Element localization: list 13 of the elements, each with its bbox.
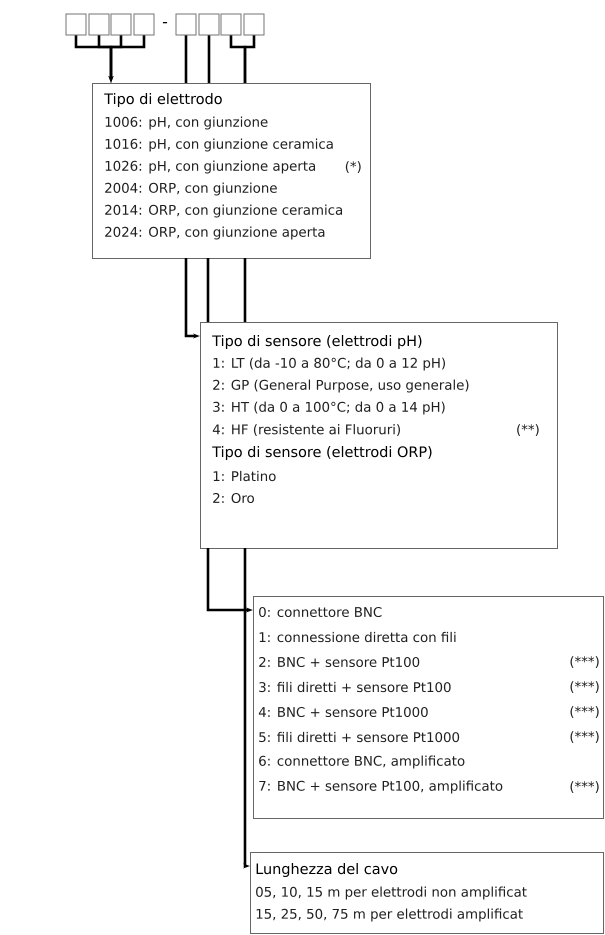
code-box xyxy=(244,14,264,36)
text-box: Tipo di elettrodo 1006: pH, con giunzione 1016: pH, con giunzione ceramica 1026: pH, con giunzione aperta (*) 2004: ORP, con giunzione 2014: ORP, con giunzione ceramica 2024: ORP, con giunzione aperta xyxy=(92,83,371,259)
code-box xyxy=(220,14,242,36)
code-box xyxy=(134,14,154,36)
code-box xyxy=(198,14,220,36)
code-box xyxy=(176,14,196,36)
text-box: Tipo di sensore (elettrodi pH) 1: LT (da -10 a 80°C; da 0 a 12 pH) 2: GP (General Purpose, uso generale) 3: HT (da 0 a 100°C; da 0 a 14 pH) 4: HF (resistente ai Fluoruri) (**) Tipo di sensore (elettrodi ORP) 1: Platino 2: Oro xyxy=(200,322,558,549)
code-box xyxy=(88,14,110,36)
code-box xyxy=(66,14,86,36)
text-box: Lunghezza del cavo 05, 10, 15 m per elettrodi non amplificat 15, 25, 50, 75 m per elettrodi amplificat xyxy=(250,852,604,934)
code-box xyxy=(110,14,132,36)
text-box: 0: connettore BNC 1: connessione diretta con fili 2: BNC + sensore Pt100 (***) 3: fili diretti + sensore Pt100 (***) 4: BNC + sensore Pt1000 (***) 5: fili diretti + sensore Pt1000 (***) 6: connettore BNC, amplificato 7: BNC + sensore Pt100, amplificato (***) xyxy=(253,596,604,819)
code-dash: - xyxy=(162,22,168,24)
